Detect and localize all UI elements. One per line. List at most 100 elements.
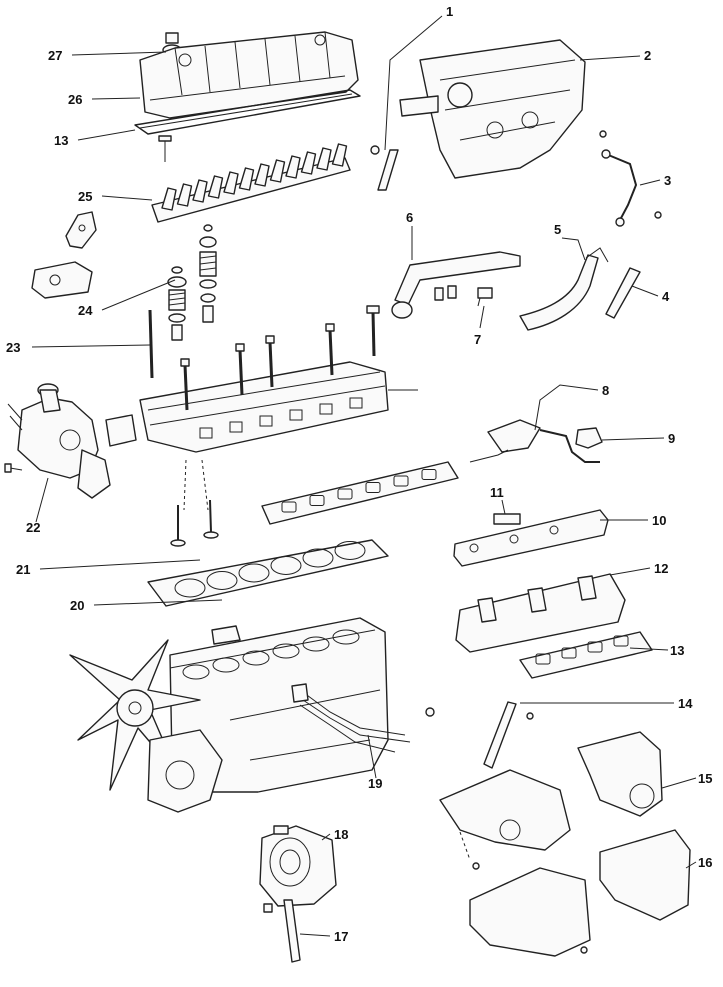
gasket-bore [302, 548, 334, 568]
pump-bracket [263, 899, 301, 963]
thermostat-housing [7, 383, 111, 499]
gasket-port-hole [309, 495, 325, 506]
callout-16: 16 [698, 855, 712, 870]
leader-lines [31, 15, 697, 937]
head-bolt [366, 305, 380, 357]
callout-14: 14 [678, 696, 693, 711]
callout-10: 10 [652, 513, 666, 528]
cylinder-bore [212, 657, 240, 673]
callout-5: 5 [554, 222, 561, 237]
callout-6: 6 [406, 210, 413, 225]
callout-1: 1 [446, 4, 453, 19]
valves [170, 459, 219, 547]
gasket-port-hole [365, 482, 381, 493]
callout-20: 20 [70, 598, 84, 613]
intake-manifold-gasket [261, 461, 459, 525]
callout-27: 27 [48, 48, 62, 63]
stud-nut [325, 323, 335, 332]
exhaust-manifold [455, 573, 626, 653]
gasket-bore [174, 578, 206, 598]
gasket-port-hole [281, 501, 297, 513]
gasket-bore [334, 541, 366, 560]
callout-24: 24 [78, 303, 93, 318]
callout-23: 23 [6, 340, 20, 355]
head-port [319, 403, 333, 415]
rocker-arm [238, 167, 255, 191]
cylinder-bore [332, 629, 360, 645]
rocker-arm [300, 151, 317, 175]
callout-18: 18 [334, 827, 348, 842]
sensor-9 [575, 427, 603, 449]
callout-8: 8 [602, 383, 609, 398]
valve-cover [139, 31, 359, 119]
callout-26: 26 [68, 92, 82, 107]
exhaust-manifold-rear [577, 731, 663, 817]
gasket-port-hole [337, 488, 353, 500]
heat-insulator-rear [599, 829, 691, 921]
callout-7: 7 [474, 332, 481, 347]
heat-insulator-front [469, 867, 591, 957]
valve-cover-gasket [134, 89, 361, 135]
callout-labels: 1 2 3 4 5 6 7 8 9 11 10 12 13 14 15 16 1… [6, 4, 712, 944]
head-stud [183, 364, 189, 411]
engine-block [169, 617, 389, 793]
exhaust-stay [483, 701, 534, 769]
head-side-plate [105, 414, 137, 447]
head-port [289, 409, 303, 421]
head-stud [238, 349, 244, 396]
rocker-arm [207, 175, 224, 199]
cylinder-bore [272, 643, 300, 659]
cylinder-bore [242, 650, 270, 666]
exhaust-gasket-hole [587, 641, 603, 653]
exhaust-gasket-hole [561, 647, 577, 659]
rocker-arm [331, 143, 348, 167]
water-pump [147, 729, 223, 813]
injection-harness [469, 419, 600, 463]
rocker-arm [161, 187, 177, 211]
head-stud [328, 329, 334, 376]
valve-springs-retainers [167, 224, 217, 341]
callout-13a: 13 [54, 133, 68, 148]
coolant-hose [519, 247, 609, 331]
rocker-arm [176, 183, 193, 207]
gasket-bore [270, 556, 302, 575]
exhaust-manifold-front [439, 769, 571, 870]
callout-19: 19 [368, 776, 382, 791]
exhaust-manifold-gasket [519, 631, 653, 679]
wiring-harness [291, 683, 435, 753]
rocker-arm [223, 171, 239, 195]
fuel-injector [493, 513, 521, 525]
rocker-arm [285, 155, 301, 179]
cylinder-bore [302, 636, 330, 652]
head-port [349, 397, 363, 409]
manifold-stay [370, 145, 399, 191]
head-stud [268, 341, 274, 388]
fuel-delivery-pipe [453, 509, 609, 567]
callout-15: 15 [698, 771, 712, 786]
bolt-small [4, 463, 23, 473]
bracket-stay [605, 267, 641, 319]
head-port [229, 421, 243, 433]
callout-17: 17 [334, 929, 348, 944]
rocker-arm [254, 163, 270, 187]
push-rod [148, 309, 154, 379]
cover-bolt [158, 135, 172, 162]
sensor-7 [477, 287, 493, 307]
cam-bearing-cap [31, 261, 93, 299]
vacuum-pump [259, 825, 337, 907]
callout-3: 3 [664, 173, 671, 188]
gasket-port-hole [421, 469, 437, 480]
rocker-arm [192, 179, 208, 203]
engine-hanger-bracket [65, 211, 97, 249]
vacuum-pipe [599, 130, 662, 227]
exhaust-gasket-hole [535, 653, 551, 665]
stud-nut [180, 358, 190, 367]
callout-4: 4 [662, 289, 670, 304]
stud-nut [235, 343, 245, 352]
callout-13b: 13 [670, 643, 684, 658]
gasket-port-hole [393, 475, 409, 487]
intake-manifold [399, 39, 586, 179]
callout-9: 9 [668, 431, 675, 446]
